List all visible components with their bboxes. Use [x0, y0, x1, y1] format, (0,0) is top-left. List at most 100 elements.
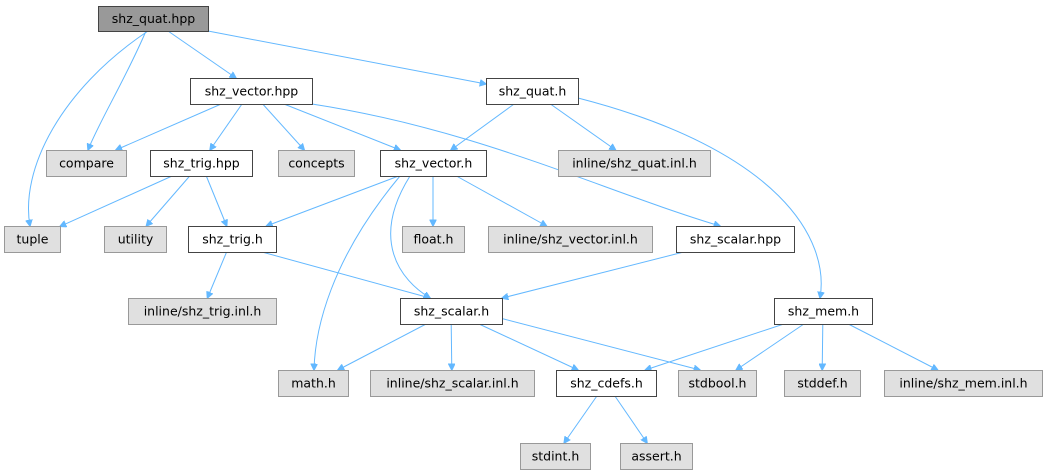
- node-box: [98, 6, 209, 32]
- edge-shz_vector_h-to-math_h: [314, 175, 401, 370]
- edge-shz_mem_h-to-shz_cdefs_h: [645, 323, 784, 370]
- edge-shz_vector_h-to-shz_trig_h: [266, 175, 399, 226]
- node-label: shz_quat.hpp: [112, 11, 195, 26]
- node-label: stdbool.h: [689, 376, 747, 391]
- edge-shz_vector_hpp-to-concepts: [262, 103, 305, 150]
- node-box: [488, 226, 653, 253]
- nodes-layer: shz_quat.hpp shz_vector.hpp shz_quat.hcomp…: [4, 6, 1043, 470]
- node-box: [46, 150, 127, 177]
- edge-shz_cdefs_h-to-stdint_h: [564, 395, 598, 443]
- node-box: [104, 226, 167, 253]
- node-label: shz_quat.h: [499, 84, 567, 99]
- edge-shz_trig_hpp-to-utility: [146, 175, 191, 226]
- edge-shz_trig_hpp-to-shz_trig_h: [205, 175, 226, 226]
- node-box: [486, 78, 579, 105]
- edge-shz_quat_hpp-to-shz_vector_hpp: [167, 30, 236, 78]
- node-box: [190, 78, 313, 105]
- node-label: compare: [59, 156, 114, 171]
- node-label: math.h: [291, 376, 336, 391]
- node-shz-vector-h[interactable]: shz_vector.h: [380, 150, 487, 177]
- node-label: stddef.h: [797, 376, 847, 391]
- node-label: inline/shz_trig.inl.h: [144, 304, 262, 319]
- edge-shz_trig_h-to-trig_inl: [207, 251, 228, 298]
- edge-shz_quat_hpp-to-tuple: [28, 30, 149, 226]
- edge-shz_quat_h-to-shz_vector_h: [451, 103, 515, 150]
- node-stdint-h: stdint.h: [520, 443, 591, 470]
- edge-shz_trig_hpp-to-tuple: [60, 175, 173, 226]
- edge-shz_vector_hpp-to-shz_scalar_hpp: [311, 103, 720, 226]
- node-shz-mem-h[interactable]: shz_mem.h: [774, 298, 873, 325]
- edge-shz_trig_h-to-shz_scalar_h: [261, 251, 430, 298]
- edge-shz_scalar_h-to-scalar_inl: [451, 323, 452, 370]
- node-compare: compare: [46, 150, 127, 177]
- edges-layer: [28, 30, 937, 443]
- node-label: stdint.h: [532, 449, 580, 464]
- edge-shz_mem_h-to-stdbool_h: [736, 323, 805, 370]
- edge-shz_mem_h-to-mem_inl: [848, 323, 937, 370]
- node-shz-trig-h[interactable]: shz_trig.h: [188, 226, 277, 253]
- node-box: [678, 370, 757, 397]
- edge-shz_vector_hpp-to-compare: [116, 103, 222, 150]
- node-box: [370, 370, 535, 397]
- node-label: float.h: [414, 232, 454, 247]
- node-box: [556, 370, 657, 397]
- node-box: [402, 226, 465, 253]
- edge-shz_scalar_hpp-to-shz_scalar_h: [502, 251, 684, 298]
- node-label: shz_trig.h: [202, 232, 263, 247]
- node-label: utility: [118, 232, 154, 247]
- node-box: [774, 298, 873, 325]
- edge-shz_scalar_h-to-shz_cdefs_h: [478, 323, 578, 370]
- node-shz-quat-hpp[interactable]: shz_quat.hpp: [98, 6, 209, 32]
- edge-shz_quat_hpp-to-shz_quat_h: [207, 30, 486, 84]
- edge-shz_scalar_h-to-math_h: [338, 323, 427, 370]
- node-box: [884, 370, 1043, 397]
- node-shz-quat-h[interactable]: shz_quat.h: [486, 78, 579, 105]
- node-box: [278, 150, 355, 177]
- node-label: shz_trig.hpp: [163, 156, 240, 171]
- node-vector-inl: inline/shz_vector.inl.h: [488, 226, 653, 253]
- node-label: shz_scalar.h: [414, 304, 489, 319]
- edge-shz_mem_h-to-stddef_h: [822, 323, 823, 370]
- node-stdbool-h: stdbool.h: [678, 370, 757, 397]
- node-shz-vector-hpp[interactable]: shz_vector.hpp: [190, 78, 313, 105]
- edge-shz_quat_h-to-quat_inl: [550, 103, 615, 150]
- edge-shz_cdefs_h-to-assert_h: [614, 395, 647, 443]
- node-box: [676, 226, 795, 253]
- node-box: [784, 370, 861, 397]
- node-label: shz_vector.h: [395, 156, 473, 171]
- node-box: [620, 443, 693, 470]
- node-label: shz_cdefs.h: [570, 376, 643, 391]
- node-label: inline/shz_vector.inl.h: [503, 232, 638, 247]
- node-label: inline/shz_scalar.inl.h: [386, 376, 518, 391]
- node-shz-cdefs-h[interactable]: shz_cdefs.h: [556, 370, 657, 397]
- node-box: [520, 443, 591, 470]
- edge-shz_vector_hpp-to-shz_trig_hpp: [210, 103, 243, 150]
- node-box: [128, 298, 277, 325]
- node-box: [188, 226, 277, 253]
- node-box: [558, 150, 711, 177]
- node-concepts: concepts: [278, 150, 355, 177]
- edge-shz_quat_h-to-shz_mem_h: [577, 97, 821, 298]
- node-shz-scalar-hpp[interactable]: shz_scalar.hpp: [676, 226, 795, 253]
- node-stddef-h: stddef.h: [784, 370, 861, 397]
- node-math-h: math.h: [278, 370, 349, 397]
- edge-shz_quat_hpp-to-compare: [88, 30, 147, 150]
- node-tuple: tuple: [4, 226, 61, 253]
- node-label: tuple: [17, 232, 49, 247]
- node-label: assert.h: [631, 449, 681, 464]
- node-label: shz_mem.h: [788, 304, 859, 319]
- node-box: [380, 150, 487, 177]
- node-box: [4, 226, 61, 253]
- edge-shz_vector_h-to-shz_scalar_h: [390, 175, 430, 298]
- node-float-h: float.h: [402, 226, 465, 253]
- node-assert-h: assert.h: [620, 443, 693, 470]
- node-quat-inl: inline/shz_quat.inl.h: [558, 150, 711, 177]
- edge-shz_vector_h-to-vector_inl: [456, 175, 546, 226]
- node-mem-inl: inline/shz_mem.inl.h: [884, 370, 1043, 397]
- node-shz-trig-hpp[interactable]: shz_trig.hpp: [150, 150, 253, 177]
- node-shz-scalar-h[interactable]: shz_scalar.h: [400, 298, 503, 325]
- node-label: concepts: [288, 156, 344, 171]
- edge-shz_scalar_h-to-stdbool_h: [499, 317, 700, 370]
- node-label: inline/shz_quat.inl.h: [572, 156, 697, 171]
